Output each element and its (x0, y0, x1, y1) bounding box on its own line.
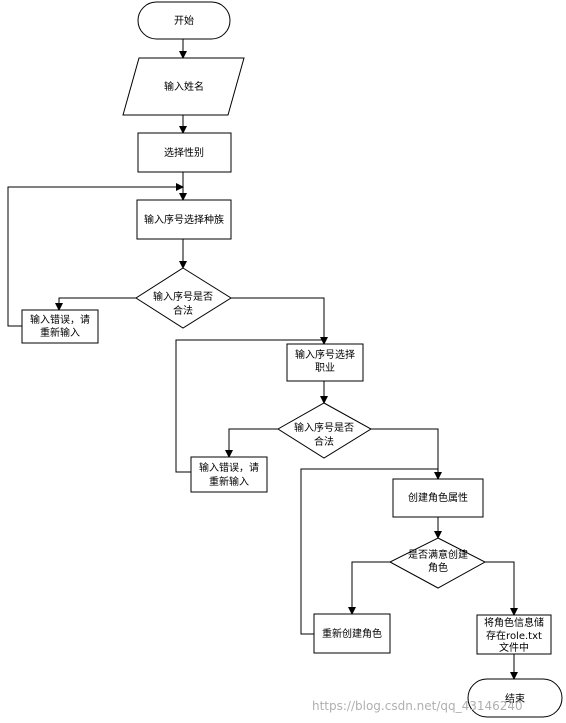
save-label-2: 存在role.txt (486, 629, 542, 642)
select-job-label-2: 职业 (315, 362, 335, 374)
error-job-node: 输入错误，请 重新输入 (190, 456, 268, 493)
error-race-label-2: 重新输入 (40, 326, 80, 339)
edge-check-job-to-attrs (371, 428, 442, 480)
error-job-label-2: 重新输入 (209, 475, 249, 488)
save-label-3: 文件中 (499, 641, 529, 654)
check-satisfied-label-2: 角色 (428, 561, 448, 574)
edge-check-to-save (485, 561, 518, 616)
start-label: 开始 (174, 14, 194, 27)
check-satisfied-decision: 是否满意创建 角色 (388, 537, 487, 589)
check-satisfied-label-1: 是否满意创建 (408, 548, 468, 561)
edge-check-to-recreate (348, 561, 390, 615)
check-race-label-2: 合法 (173, 304, 193, 317)
recreate-node: 重新创建角色 (313, 613, 391, 654)
select-job-node: 输入序号选择 职业 (286, 343, 364, 382)
edge-check-job-to-error (225, 428, 278, 458)
check-race-label-1: 输入序号是否 (153, 290, 213, 303)
input-name-label: 输入姓名 (164, 80, 204, 93)
check-job-label-2: 合法 (314, 435, 334, 448)
connectors (7, 39, 518, 680)
check-job-decision: 输入序号是否 合法 (277, 402, 372, 459)
select-gender-label: 选择性别 (164, 146, 204, 159)
check-job-label-1: 输入序号是否 (294, 421, 354, 434)
input-name-node: 输入姓名 (122, 57, 245, 116)
select-job-label-1: 输入序号选择 (295, 348, 355, 361)
start-node: 开始 (137, 1, 231, 40)
edge-error-race-loop (7, 183, 184, 327)
create-attrs-node: 创建角色属性 (392, 478, 484, 518)
end-node: 结束 (467, 678, 563, 718)
end-label: 结束 (505, 692, 525, 705)
select-gender-node: 选择性别 (137, 132, 232, 173)
save-label-1: 将角色信息储 (484, 616, 544, 629)
edge-check-race-to-job (231, 297, 328, 345)
select-race-node: 输入序号选择种族 (136, 199, 232, 240)
edge-recreate-loop (300, 468, 438, 635)
recreate-label: 重新创建角色 (322, 627, 382, 640)
edge-error-job-loop (175, 339, 324, 473)
save-node: 将角色信息储 存在role.txt 文件中 (476, 614, 552, 655)
check-race-decision: 输入序号是否 合法 (135, 267, 232, 329)
error-job-label-1: 输入错误，请 (199, 461, 259, 474)
create-attrs-label: 创建角色属性 (408, 491, 468, 504)
edge-check-race-to-error (55, 297, 136, 311)
error-race-label-1: 输入错误，请 (30, 313, 90, 326)
watermark-text: https://blog.csdn.net/qq_43146240 (312, 699, 523, 713)
select-race-label: 输入序号选择种族 (144, 213, 224, 226)
error-race-node: 输入错误，请 重新输入 (21, 309, 99, 344)
